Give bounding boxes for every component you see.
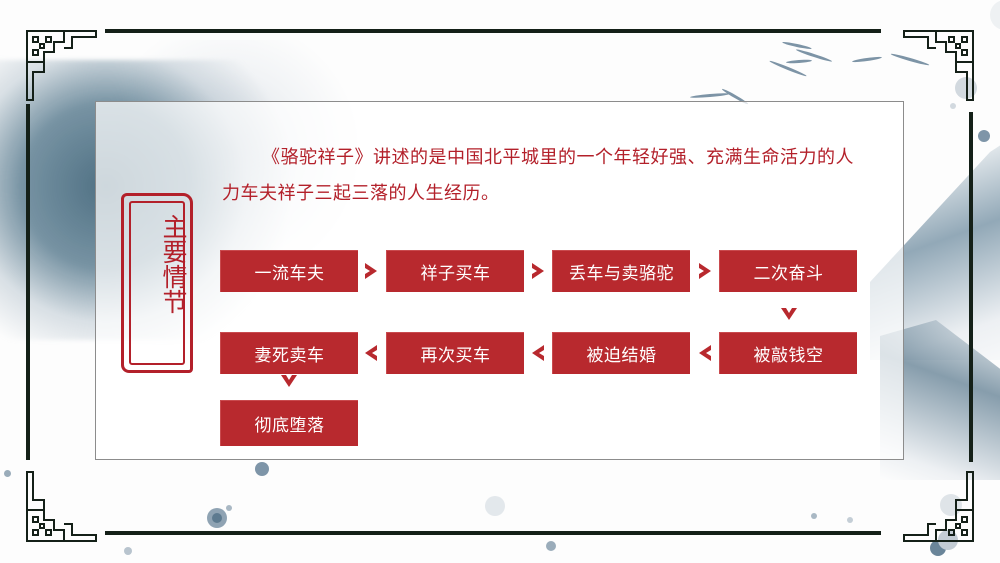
seal-stamp: 主要情节: [121, 193, 193, 373]
seal-title: 主要情节: [159, 214, 188, 314]
chevron-right-icon: [529, 262, 547, 280]
intro-text: 《骆驼祥子》讲述的是中国北平城里的一个年轻好强、充满生命活力的人力车夫祥子三起三…: [222, 147, 854, 204]
fret-corner-top-left: [26, 30, 97, 101]
chevron-left-icon: [696, 344, 714, 362]
chevron-down-icon: [280, 374, 298, 388]
step-4: 二次奋斗: [719, 250, 857, 292]
step-7: 再次买车: [386, 332, 524, 374]
frame-bottom-line: [105, 531, 881, 535]
fret-corner-top-right: [903, 30, 974, 101]
frame-top-line: [105, 29, 881, 33]
frame-left-line: [26, 104, 30, 460]
chevron-down-icon: [779, 305, 799, 323]
step-6: 被迫结婚: [552, 332, 690, 374]
step-9: 彻底堕落: [220, 400, 358, 446]
intro-paragraph: 《骆驼祥子》讲述的是中国北平城里的一个年轻好强、充满生命活力的人力车夫祥子三起三…: [222, 140, 862, 212]
step-5: 被敲钱空: [719, 332, 857, 374]
chevron-right-icon: [696, 262, 714, 280]
chevron-left-icon: [362, 344, 380, 362]
step-8: 妻死卖车: [220, 332, 358, 374]
fret-corner-bottom-left: [26, 471, 97, 542]
chevron-left-icon: [529, 344, 547, 362]
seal-inner-border: [129, 201, 185, 365]
step-3: 丢车与卖骆驼: [552, 250, 690, 292]
chevron-right-icon: [362, 262, 380, 280]
step-2: 祥子买车: [386, 250, 524, 292]
fret-corner-bottom-right: [903, 471, 974, 542]
frame-right-line: [969, 112, 973, 462]
step-1: 一流车夫: [220, 250, 358, 292]
